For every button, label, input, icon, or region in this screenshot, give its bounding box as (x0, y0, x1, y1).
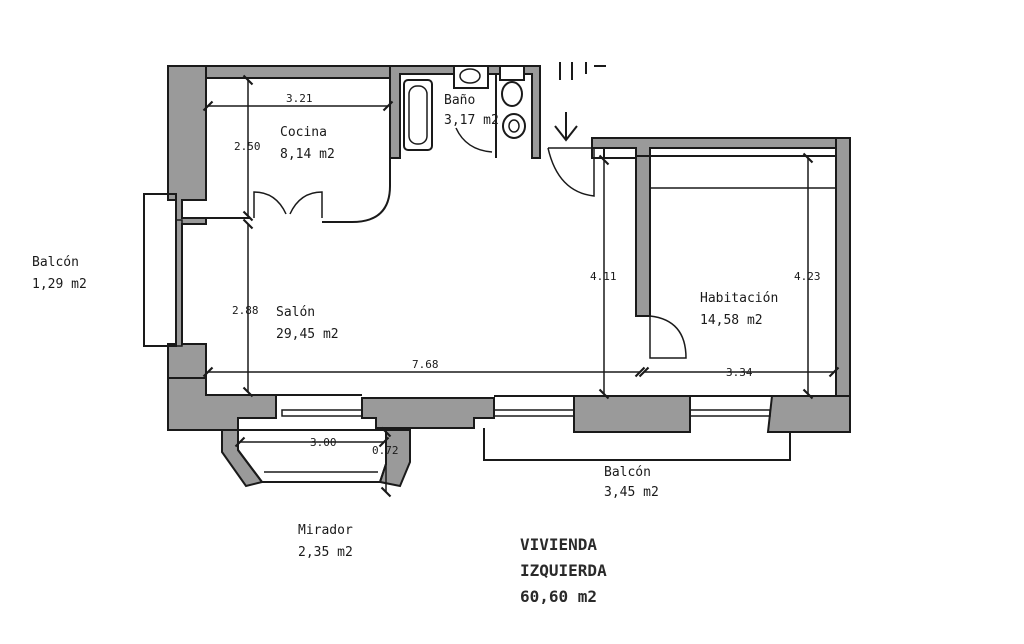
bidet-icon (502, 113, 526, 139)
balconies (143, 193, 791, 483)
balcony-bottom (483, 428, 791, 461)
wall-bottom-left (167, 377, 277, 431)
bathroom-door[interactable] (455, 127, 493, 153)
hall-column (603, 147, 637, 159)
room-balcon-bottom-name: Balcón (604, 465, 651, 480)
wall-bottom-2 (573, 395, 691, 433)
title-line-2: IZQUIERDA (520, 561, 607, 580)
bathtub (403, 79, 433, 151)
bathtub-inner (408, 85, 428, 145)
dimension-lines (202, 74, 840, 498)
title-total: 60,60 m2 (520, 587, 597, 606)
dim-salon-width: 7.68 (412, 358, 439, 371)
dim-cocina-depth: 2.50 (234, 140, 261, 153)
dim-salon-depth: 2.88 (232, 304, 259, 317)
dim-hall-depth: 4.11 (590, 270, 617, 283)
interior-lines (205, 74, 837, 397)
walls (167, 65, 851, 488)
dim-hab-depth: 4.23 (794, 270, 821, 283)
dim-mirador-depth: 0.72 (372, 444, 399, 457)
wall-bottom-3 (766, 395, 851, 433)
entry-arrow-icon (554, 62, 606, 142)
bidet-inner (508, 119, 520, 133)
room-balcon-left-name: Balcón (32, 255, 79, 270)
entry-door[interactable] (547, 147, 595, 197)
room-bano-area: 3,17 m2 (444, 113, 499, 128)
wall-bottom-1 (361, 397, 495, 429)
title-line-1: VIVIENDA (520, 535, 597, 554)
room-cocina-area: 8,14 m2 (280, 147, 335, 162)
wall-right (835, 137, 851, 433)
wall-mirador-right (378, 429, 411, 488)
room-balcon-left-area: 1,29 m2 (32, 277, 87, 292)
room-mirador-name: Mirador (298, 523, 353, 538)
dim-hab-width: 3.34 (726, 366, 753, 379)
wall-bathroom (389, 65, 541, 159)
room-habitacion-name: Habitación (700, 291, 778, 306)
room-bano-name: Baño (444, 93, 475, 108)
room-balcon-bottom-area: 3,45 m2 (604, 485, 659, 500)
bedroom-inner-line (650, 155, 837, 396)
title-block: VIVIENDA IZQUIERDA 60,60 m2 (520, 535, 607, 606)
dimension-labels: 3.21 2.50 2.88 7.68 4.11 4.23 3.34 3.00 … (232, 92, 821, 457)
kitchen-door[interactable] (253, 191, 323, 218)
sink-icon (459, 68, 481, 84)
wall-partition (635, 155, 651, 317)
window-bottom-2 (493, 409, 575, 417)
toilet-icon (501, 81, 523, 107)
room-salon-name: Salón (276, 305, 315, 320)
room-salon-area: 29,45 m2 (276, 327, 339, 342)
room-habitacion-area: 14,58 m2 (700, 313, 763, 328)
dim-mirador-width: 3.00 (310, 436, 337, 449)
room-cocina-name: Cocina (280, 125, 327, 140)
wall-mirador-left (221, 429, 264, 488)
dim-cocina-width: 3.21 (286, 92, 313, 105)
window-bottom-1 (281, 409, 363, 417)
balcony-left (143, 193, 177, 347)
toilet-tank (499, 65, 525, 81)
window-bottom-3 (689, 409, 771, 417)
doors (253, 127, 687, 359)
bathroom-fixtures (403, 65, 526, 151)
bedroom-door[interactable] (649, 315, 687, 359)
room-mirador-area: 2,35 m2 (298, 545, 353, 560)
windows (175, 219, 771, 417)
room-labels: Cocina 8,14 m2 Baño 3,17 m2 Salón 29,45 … (32, 93, 778, 560)
